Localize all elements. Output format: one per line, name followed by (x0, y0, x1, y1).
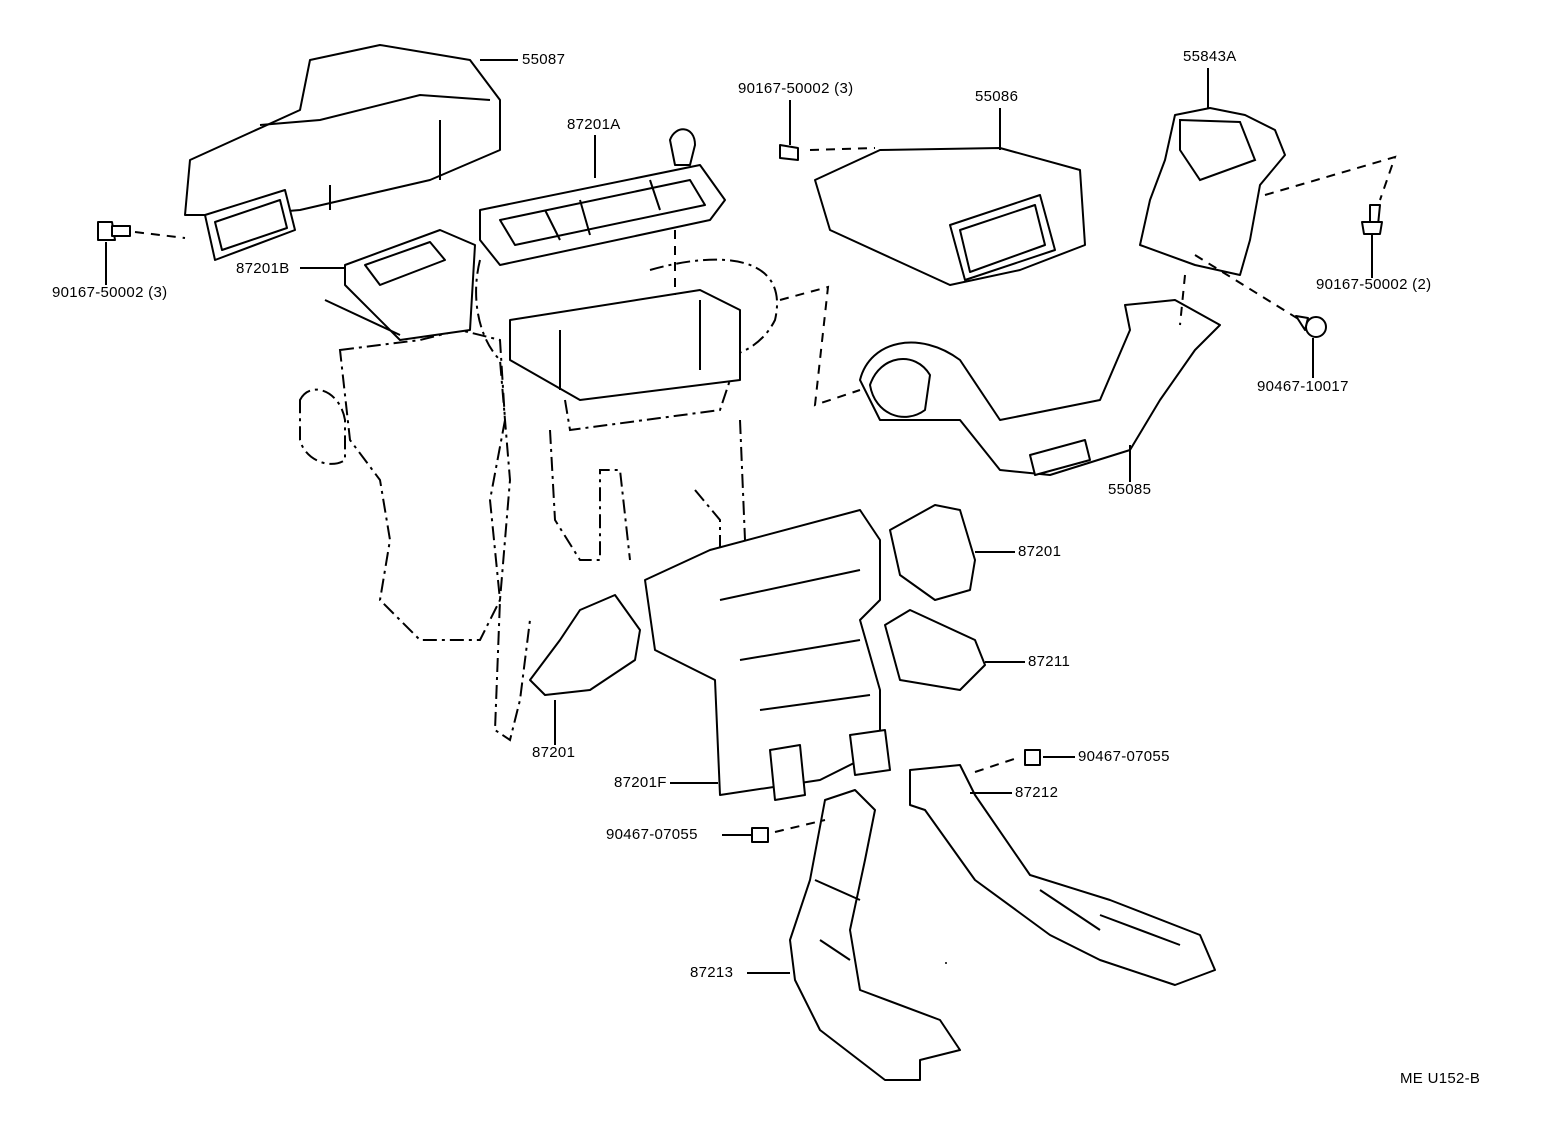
part-label-90167-50002-top: 90167-50002 (3) (738, 80, 854, 97)
part-label-90467-07055-left: 90467-07055 (606, 826, 698, 843)
register-87201A (479, 128, 726, 295)
clip-90467-10017 (1295, 315, 1327, 378)
part-label-87211: 87211 (1028, 653, 1071, 670)
duct-87212 (909, 749, 1216, 986)
duct-55085 (779, 274, 1221, 482)
part-label-90167-50002-left: 90167-50002 (3) (52, 284, 168, 301)
heater-unit-outline (299, 258, 778, 742)
duct-55843A (1139, 68, 1397, 321)
duct-55087 (184, 44, 518, 261)
part-label-55087: 55087 (522, 51, 566, 68)
part-label-55086: 55086 (975, 88, 1019, 105)
part-label-87212: 87212 (1015, 784, 1059, 801)
duct-87201F (644, 509, 891, 801)
diagram-code: ME U152-B (1400, 1070, 1481, 1087)
register-87201-left (529, 594, 641, 745)
part-label-90167-50002-right: 90167-50002 (2) (1316, 276, 1432, 293)
register-87201-right (889, 504, 1015, 601)
register-87201B (300, 229, 476, 341)
part-label-87213: 87213 (690, 964, 734, 981)
part-label-90467-07055-right: 90467-07055 (1078, 748, 1170, 765)
part-label-87201B: 87201B (236, 260, 290, 277)
part-label-90467-10017: 90467-10017 (1257, 378, 1349, 395)
register-87211 (884, 609, 1025, 691)
stray-dot (945, 962, 947, 964)
part-label-55843A: 55843A (1183, 48, 1237, 65)
bolt-90167-left (97, 221, 186, 285)
part-label-87201F: 87201F (614, 774, 667, 791)
part-label-55085: 55085 (1108, 481, 1152, 498)
duct-55086 (779, 108, 1086, 286)
part-label-87201-right: 87201 (1018, 543, 1062, 560)
bolt-90167-right (1361, 204, 1383, 278)
duct-87213 (722, 789, 961, 1081)
part-label-87201-bottom: 87201 (532, 744, 576, 761)
part-label-87201A: 87201A (567, 116, 621, 133)
